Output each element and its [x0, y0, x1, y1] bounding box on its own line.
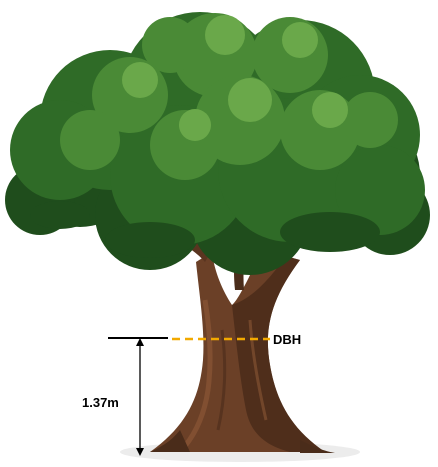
tree-trunk: [150, 250, 335, 453]
tree-illustration-icon: [5, 12, 430, 453]
arrow-down-icon: [136, 448, 144, 456]
arrow-up-icon: [136, 338, 144, 346]
dbh-label: DBH: [273, 332, 301, 347]
height-arrow: [136, 338, 144, 456]
tree-foliage: [5, 12, 430, 275]
height-label: 1.37m: [82, 395, 119, 410]
